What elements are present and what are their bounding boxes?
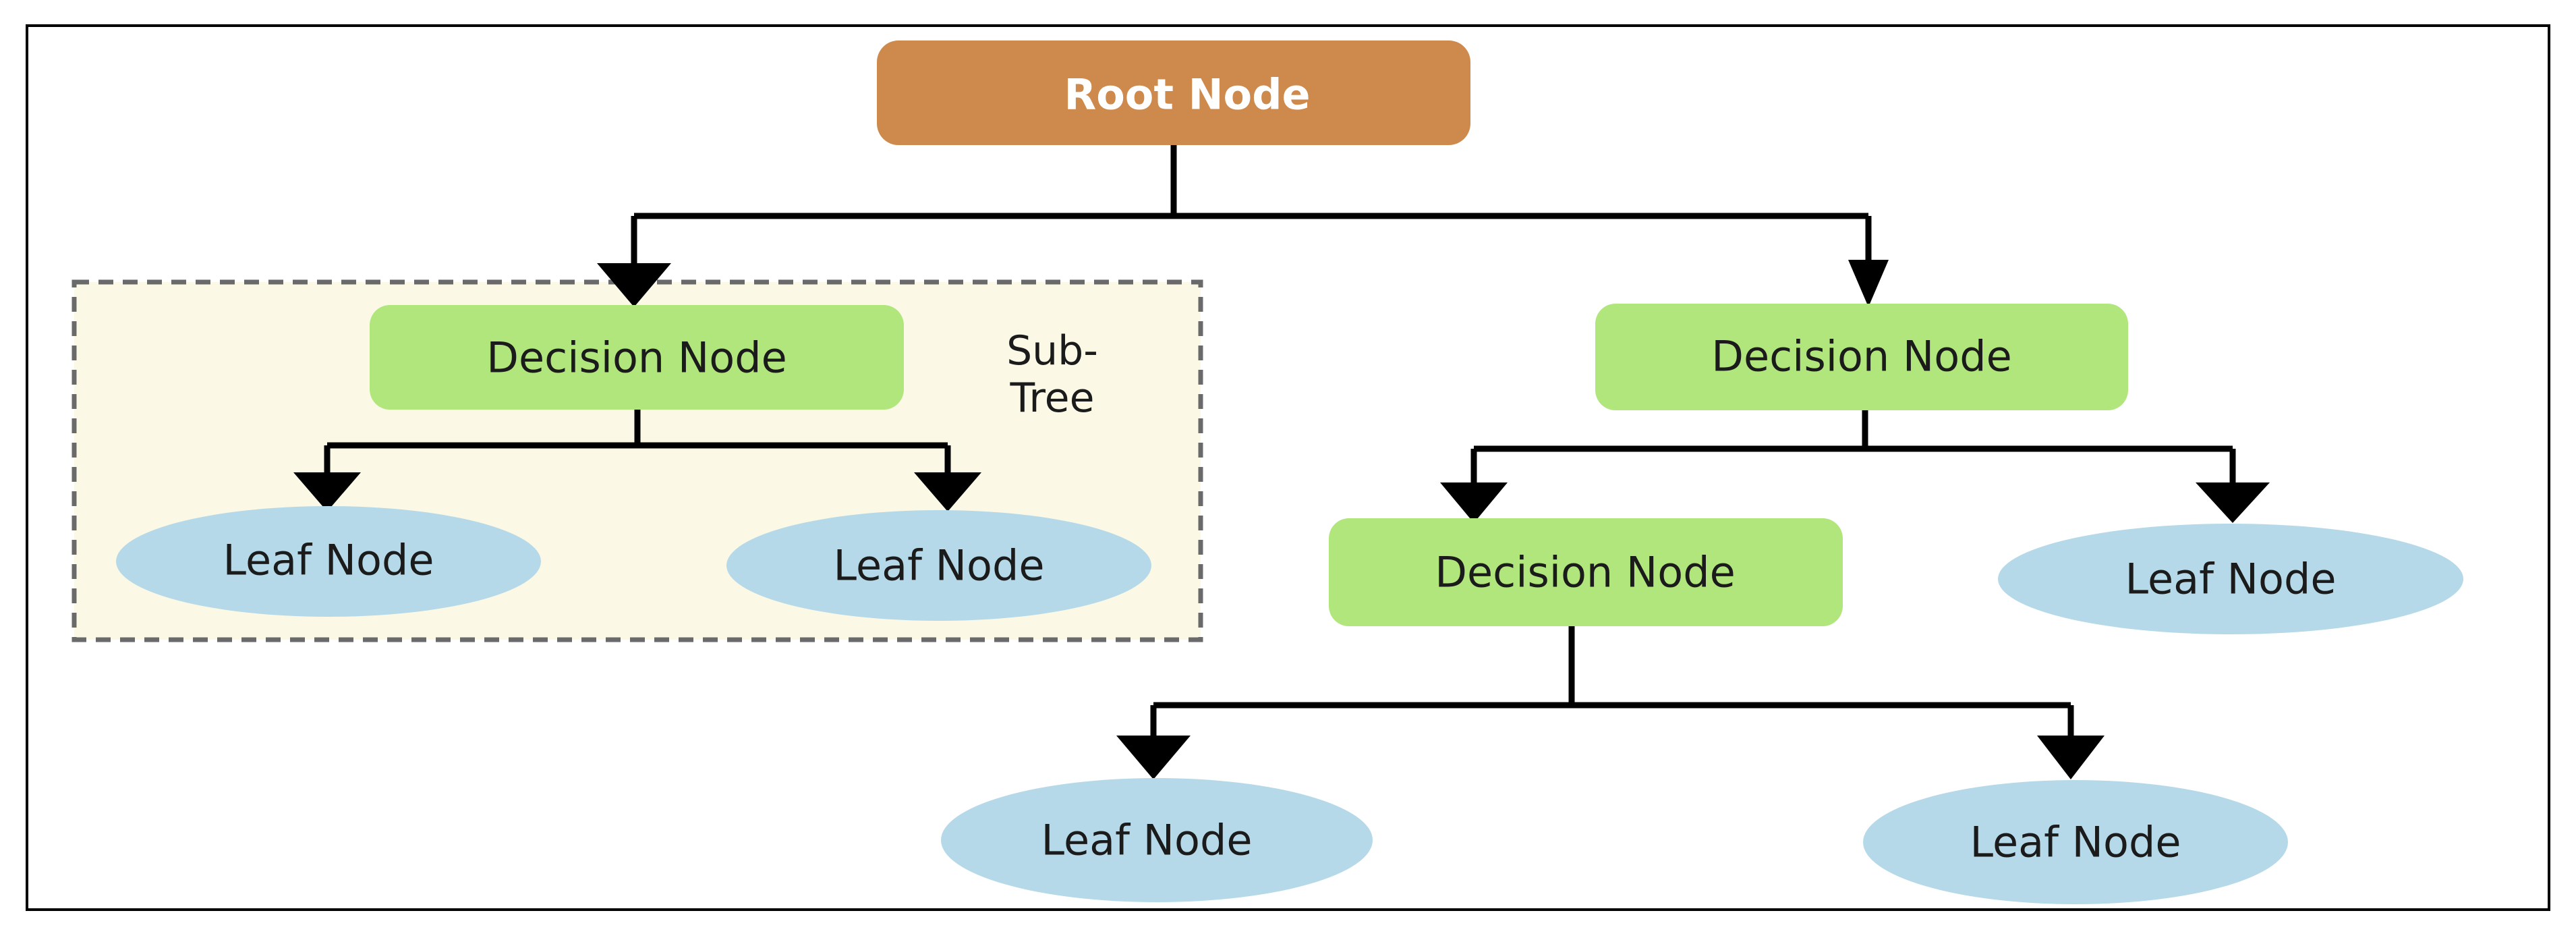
leaf-node-4 [941, 778, 1373, 902]
leaf-node-5-label: Leaf Node [1970, 818, 2181, 867]
arrowheads [293, 260, 2270, 779]
arrowhead-icon [1116, 736, 1191, 779]
arrowhead-icon [2037, 736, 2105, 779]
decision-node-1-label: Decision Node [486, 333, 786, 383]
arrowhead-icon [914, 472, 981, 512]
root-node [877, 40, 1470, 145]
arrowhead-icon [1440, 482, 1508, 523]
leaf-node-1 [116, 506, 541, 617]
leaf-node-3 [1998, 524, 2463, 634]
leaf-node-1-label: Leaf Node [223, 536, 434, 585]
decision-node-1 [370, 305, 904, 410]
decision-node-2 [1595, 304, 2128, 410]
leaf-node-2 [726, 510, 1151, 621]
leaf-node-5 [1863, 780, 2288, 904]
arrowhead-icon [2196, 482, 2270, 523]
decision-node-3-label: Decision Node [1435, 548, 1735, 597]
arrowhead-icon [293, 472, 361, 512]
leaf-node-3-label: Leaf Node [2125, 555, 2337, 604]
decision-node-3 [1329, 518, 1843, 626]
arrowhead-icon [1848, 260, 1889, 307]
root-node-label: Root Node [1064, 70, 1310, 119]
arrowhead-icon [597, 263, 671, 307]
decision-node-2-label: Decision Node [1711, 332, 2011, 381]
subtree-label-line1: Sub- [1006, 327, 1098, 375]
leaf-node-2-label: Leaf Node [834, 541, 1045, 590]
subtree-label-line2: Tree [1009, 375, 1094, 422]
leaf-node-4-label: Leaf Node [1041, 816, 1253, 865]
